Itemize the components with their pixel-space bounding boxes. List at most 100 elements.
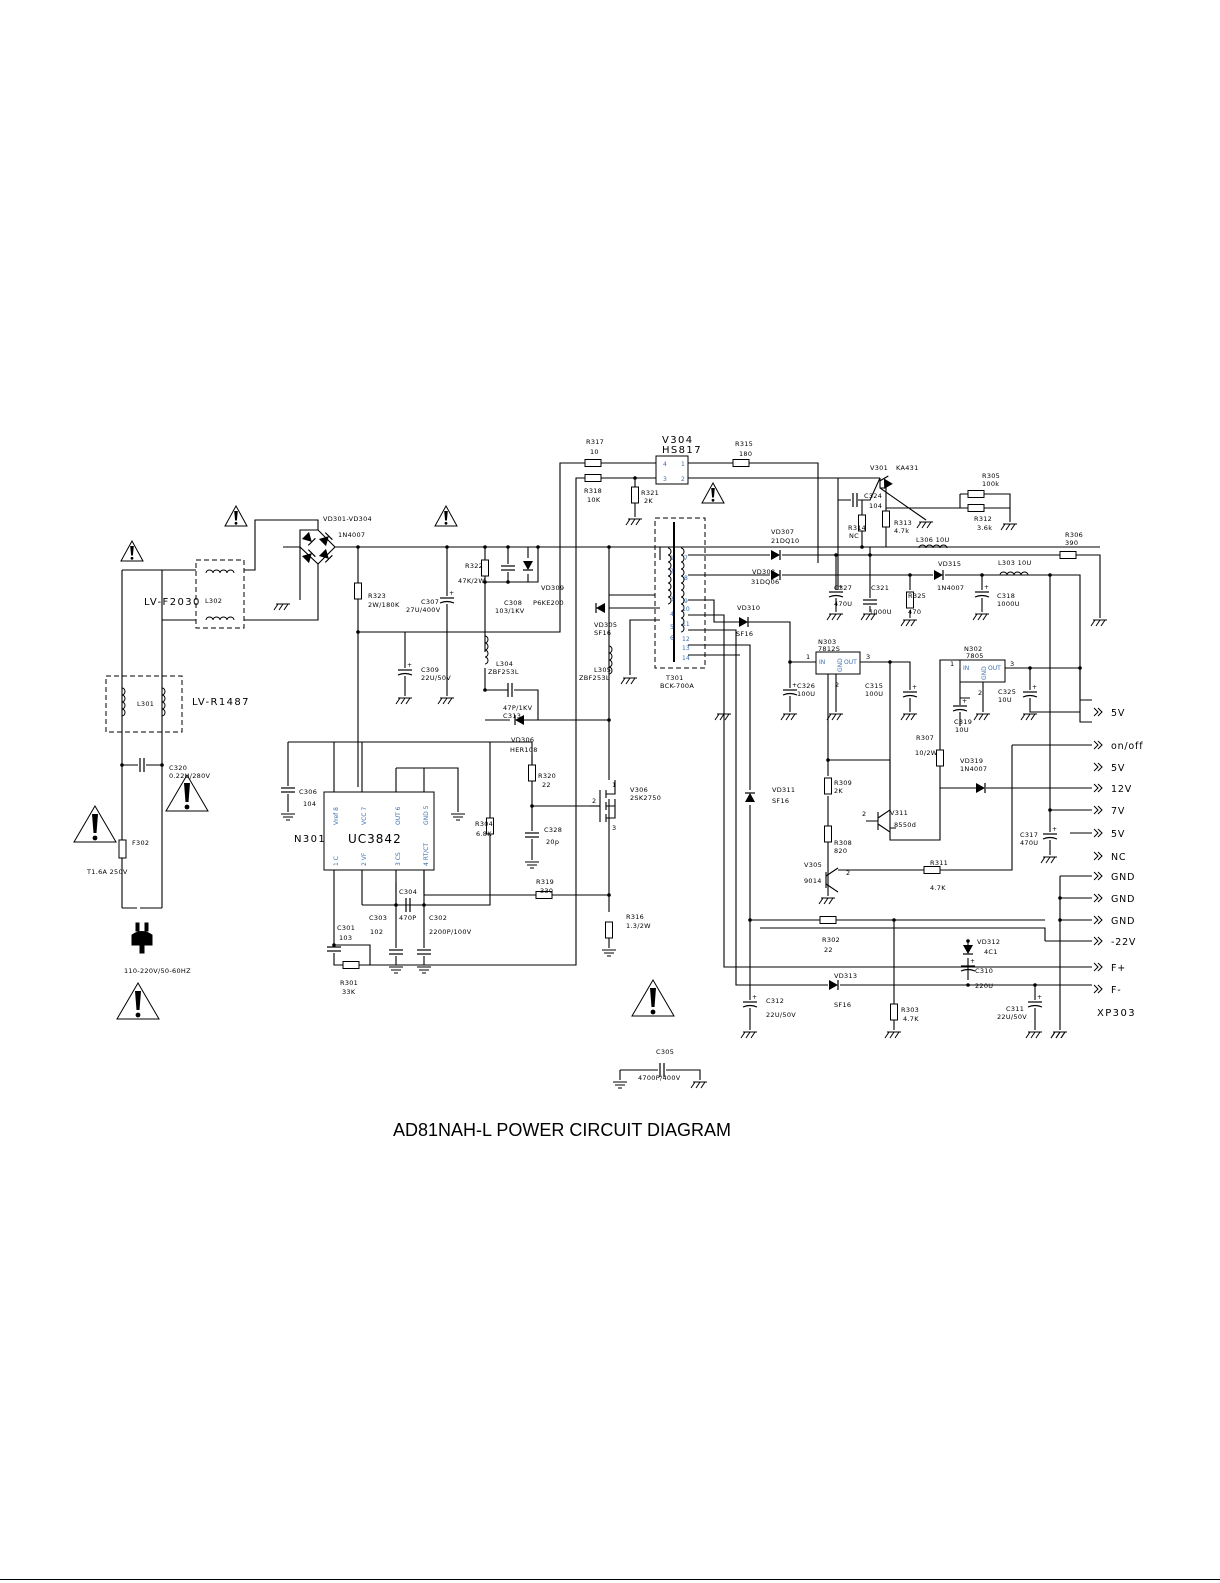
lvf2030-label: LV-F2030	[144, 597, 201, 608]
c311-val: 22U/50V	[997, 1013, 1027, 1021]
r312-ref: R312	[974, 515, 992, 523]
c315-ref: C315	[865, 682, 883, 690]
ic-pin-5: GND 5	[423, 805, 430, 825]
r312-val: 3.6k	[977, 524, 992, 532]
terminal-gnd-1: GND	[1111, 872, 1135, 883]
bridge-ref: VD301-VD304	[323, 515, 372, 523]
terminal-5v-1: 5V	[1111, 708, 1125, 719]
vd308-val: 31DQ06	[751, 578, 779, 586]
vd310-val: SF16	[736, 630, 753, 638]
r316-ref: R316	[626, 913, 644, 921]
n302-pin1: 1	[950, 660, 954, 668]
r317-ref: R317	[586, 438, 604, 446]
v305-ref: V305	[804, 861, 822, 869]
n302-gnd: GND	[981, 666, 988, 680]
vd309-val: P6KE200	[533, 599, 564, 607]
component-labels: LV-F2030 L302 LV-R1487 L301 C320 0.22U/2…	[86, 435, 1083, 1082]
t-pin-4: 4	[670, 611, 674, 618]
r317-val: 10	[590, 448, 599, 456]
ic-ref: N301	[294, 834, 326, 845]
ic-pin-1: 1 C	[333, 856, 340, 866]
v311-val: 8550d	[894, 821, 916, 829]
r306-val: 390	[1065, 539, 1078, 547]
v305-val: 9014	[804, 877, 822, 885]
v306-pin-3: 3	[612, 824, 616, 832]
r301-ref: R301	[340, 979, 358, 987]
r319-val: 330	[540, 887, 553, 895]
ic-pin-6: OUT 6	[395, 806, 402, 825]
l303-label: L303 10U	[998, 559, 1032, 567]
opto-pin-4: 4	[663, 461, 667, 468]
c306-val: 104	[303, 800, 316, 808]
r304-val: 6.8K	[476, 830, 492, 838]
r309-val: 2K	[834, 787, 843, 795]
v301-val: KA431	[896, 464, 919, 472]
c303-ref: C303	[369, 914, 387, 922]
c317-ref: C317	[1020, 831, 1038, 839]
t-pin-1: 1	[670, 555, 674, 562]
n303-val: 7812S	[818, 645, 840, 653]
c319-ref: C319	[954, 718, 972, 726]
vd309-ref: VD309	[541, 584, 564, 592]
vd313-ref: VD313	[834, 972, 857, 980]
terminal-12v: 12V	[1111, 784, 1132, 795]
l305-val: ZBF253L	[579, 674, 610, 682]
r305-val: 100k	[982, 480, 999, 488]
t-pin-3: 3	[670, 596, 674, 603]
vd307-val: 21DQ10	[771, 537, 799, 545]
c305-ref: C305	[656, 1048, 674, 1056]
vd306-ref: VD306	[511, 736, 534, 744]
c315-val: 100U	[865, 690, 883, 698]
vd319-ref: VD319	[960, 757, 983, 765]
r314-ref: R314	[848, 524, 866, 532]
vd315-val: 1N4007	[937, 584, 964, 592]
output-connector: 5V on/off 5V 12V 7V 5V NC GND GND GND -2…	[1093, 707, 1143, 1019]
r320-ref: R320	[538, 772, 556, 780]
c321-val: 1000U	[869, 608, 892, 616]
c302-val: 2200P/100V	[429, 928, 472, 936]
c306-ref: C306	[299, 788, 317, 796]
c309-ref: C309	[421, 666, 439, 674]
c301-val: 103	[339, 934, 352, 942]
terminal-minus22v: -22V	[1111, 937, 1136, 948]
symbols	[73, 455, 1108, 1089]
v311-ref: V311	[890, 809, 908, 817]
r320-val: 22	[542, 781, 551, 789]
diagram-title: AD81NAH-L POWER CIRCUIT DIAGRAM	[393, 1120, 731, 1140]
v301-ref: V301	[870, 464, 888, 472]
n303-ref: N303	[818, 638, 836, 646]
c311-ref: C311	[1006, 1005, 1024, 1013]
terminal-gnd-3: GND	[1111, 916, 1135, 927]
c320-ref: C320	[169, 764, 187, 772]
r303-val: 4.7K	[903, 1015, 919, 1023]
mains-label: 110-220V/50-60HZ	[124, 967, 191, 975]
t-pin-9: 9	[684, 598, 688, 605]
wires	[121, 462, 1101, 1080]
n302-out: OUT	[988, 665, 1001, 672]
c313-ref: C313	[503, 712, 521, 720]
opto-pin-2: 2	[681, 476, 685, 483]
c325-val: 10U	[998, 696, 1012, 704]
n303-pin1: 1	[806, 653, 810, 661]
c313-val: 47P/1KV	[503, 704, 533, 712]
bridge-val: 1N4007	[338, 531, 365, 539]
v306-ref: V306	[630, 786, 648, 794]
r323-ref: R323	[368, 592, 386, 600]
terminal-5v-2: 5V	[1111, 763, 1125, 774]
terminal-fminus: F-	[1111, 985, 1122, 996]
t-pin-2: 2	[670, 568, 674, 575]
r307-ref: R307	[916, 734, 934, 742]
c310-val: 220U	[975, 982, 993, 990]
c318-val: 1000U	[997, 600, 1020, 608]
t-pin-11: 11	[682, 621, 690, 628]
vd313-val: SF16	[834, 1001, 851, 1009]
n302-in: IN	[963, 665, 969, 672]
c302-ref: C302	[429, 914, 447, 922]
t-pin-7: 7	[684, 555, 688, 562]
c304-ref: C304	[399, 888, 417, 896]
terminal-onoff: on/off	[1111, 741, 1143, 752]
c312-ref: C312	[766, 997, 784, 1005]
c324-val: 104	[869, 502, 882, 510]
ic-pin-2: 2 VF	[361, 852, 368, 866]
r322-ref: R322	[465, 562, 483, 570]
